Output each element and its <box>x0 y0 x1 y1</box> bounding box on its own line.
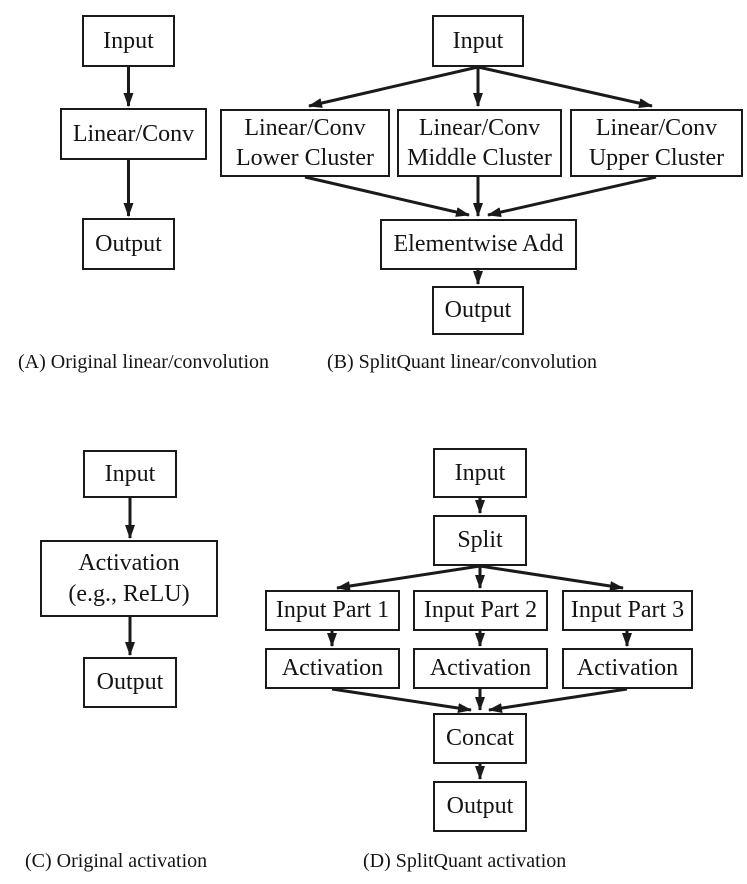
d-input-part1-box: Input Part 1 <box>265 590 400 631</box>
d-input-part2-box: Input Part 2 <box>413 590 548 631</box>
b-elementwise-add-box: Elementwise Add <box>380 219 577 270</box>
arrow-d-split-to-part3 <box>479 564 624 591</box>
d-activation1-box: Activation <box>265 648 400 689</box>
d-activation3-box: Activation <box>562 648 693 689</box>
c-output-box: Output <box>83 657 177 708</box>
caption-d: (D) SplitQuant activation <box>363 850 567 872</box>
c-activation-box: Activation (e.g., ReLU) <box>40 540 218 617</box>
d-output-box: Output <box>433 781 527 832</box>
caption-c: (C) Original activation <box>25 850 208 872</box>
b-output-box: Output <box>432 286 524 335</box>
d-input-part3-box: Input Part 3 <box>562 590 693 631</box>
caption-a: (A) Original linear/convolution <box>18 351 270 373</box>
d-concat-box: Concat <box>433 713 527 764</box>
c-input-box: Input <box>83 450 177 498</box>
arrow-b-input-to-lower <box>308 65 479 108</box>
arrow-b-input-to-upper <box>477 65 653 109</box>
a-input-box: Input <box>82 15 175 67</box>
arrow-d-split-to-part1 <box>336 564 481 591</box>
d-input-box: Input <box>433 448 527 498</box>
b-middle-cluster-box: Linear/Conv Middle Cluster <box>397 109 562 177</box>
arrow-d-act3-to-concat <box>488 687 628 713</box>
arrow-b-upper-to-add <box>487 175 657 218</box>
b-input-box: Input <box>432 15 524 67</box>
arrow-b-lower-to-add <box>304 175 470 217</box>
a-output-box: Output <box>82 218 175 270</box>
d-activation2-box: Activation <box>413 648 548 689</box>
arrow-d-act1-to-concat <box>331 687 472 714</box>
caption-b: (B) SplitQuant linear/convolution <box>327 351 597 373</box>
a-linear-conv-box: Linear/Conv <box>60 108 207 160</box>
b-upper-cluster-box: Linear/Conv Upper Cluster <box>570 109 743 177</box>
b-lower-cluster-box: Linear/Conv Lower Cluster <box>220 109 390 177</box>
d-split-box: Split <box>433 515 527 566</box>
